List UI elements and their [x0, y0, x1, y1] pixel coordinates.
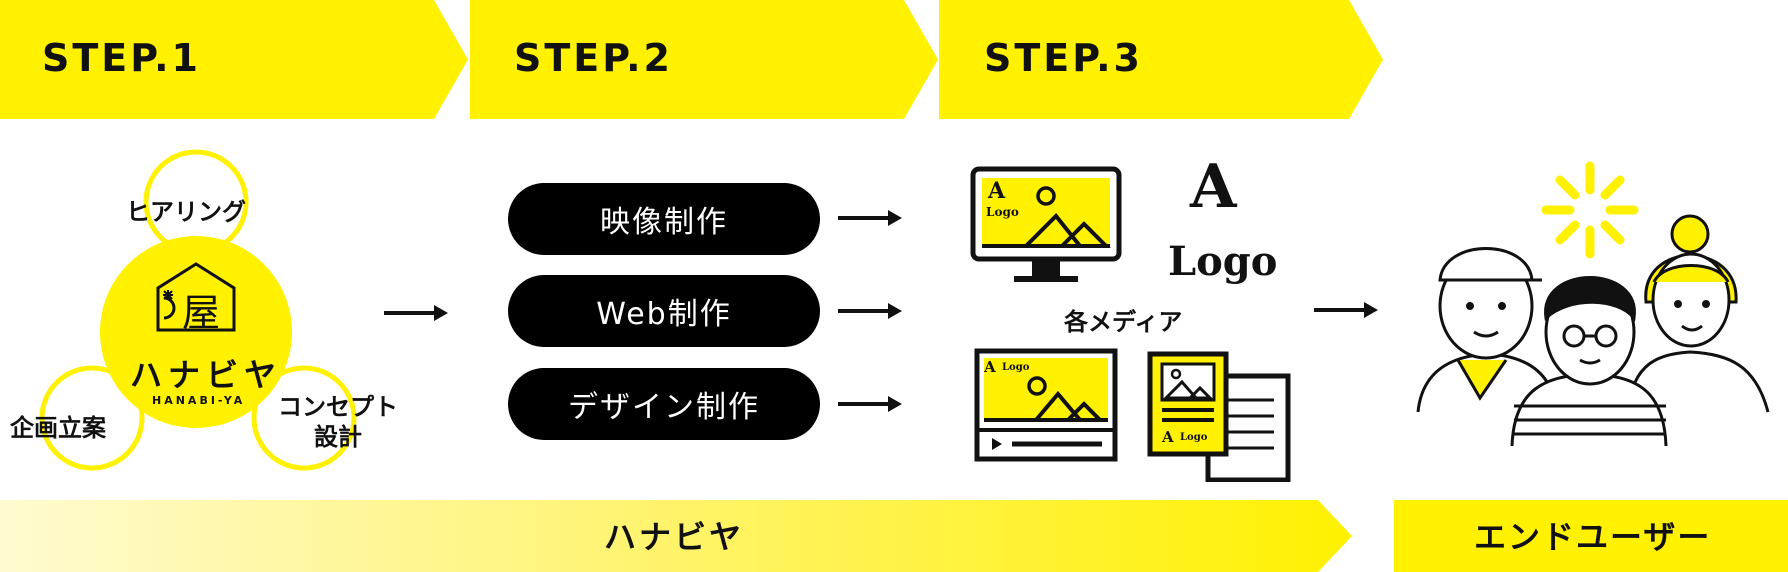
planning-label: 企画立案	[10, 414, 106, 442]
concept-label-line1: コンセプト	[278, 393, 398, 421]
media-label: 各メディア	[1064, 308, 1183, 336]
flyer-logo-a: A	[1162, 428, 1174, 446]
video-player-icon	[974, 348, 1118, 462]
concept-circle	[251, 365, 357, 471]
logo-kana: ハナビヤ	[130, 356, 283, 394]
arrow-right-icon	[838, 210, 902, 226]
end-users-illustration	[1416, 161, 1770, 447]
person-cap-icon	[1416, 247, 1558, 413]
person-glasses-icon	[1510, 276, 1668, 447]
hanabiya-band-label: ハナビヤ	[604, 518, 745, 556]
arrow-right-icon	[1314, 302, 1378, 318]
concept-label: コンセプト 設計	[278, 392, 398, 452]
step-2-label: STEP.2	[514, 36, 673, 80]
step-1-label: STEP.1	[42, 36, 201, 80]
step-3-label: STEP.3	[984, 36, 1143, 80]
video-logo-a: A	[984, 358, 996, 376]
logo-roman: HANABI-YA	[152, 394, 246, 407]
sparkle-icon	[1541, 161, 1639, 259]
monitor-icon	[970, 166, 1122, 282]
service-pill-web: Web制作	[508, 275, 820, 347]
arrow-right-icon	[838, 303, 902, 319]
logo-mark-kanji: 屋	[182, 291, 221, 335]
center-circle	[100, 236, 292, 428]
arrow-right-icon	[838, 396, 902, 412]
monitor-logo-word: Logo	[986, 205, 1019, 219]
hearing-label: ヒアリング	[126, 198, 246, 226]
end-user-band	[1394, 500, 1788, 572]
flyer-documents-icon	[1147, 351, 1291, 482]
video-logo-word: Logo	[1002, 362, 1030, 373]
monitor-logo-a: A	[988, 178, 1006, 204]
sparkle-icon	[163, 290, 173, 300]
service-pill-video: 映像制作	[508, 183, 820, 255]
step-3-banner: STEP.3	[939, 0, 1383, 119]
planning-circle	[39, 365, 145, 471]
service-pill-design: デザイン制作	[508, 368, 820, 440]
concept-label-line2: 設計	[314, 423, 362, 451]
arrow-right-icon	[384, 305, 448, 321]
step1-circles	[39, 149, 357, 471]
hanabiya-band	[0, 500, 1352, 572]
person-bun-icon	[1626, 214, 1770, 413]
step-1-banner: STEP.1	[0, 0, 468, 119]
end-user-band-label: エンドユーザー	[1474, 518, 1712, 556]
big-logo-word: Logo	[1168, 238, 1278, 285]
big-logo-a: A	[1190, 152, 1237, 222]
step-2-banner: STEP.2	[470, 0, 938, 119]
flyer-logo-word: Logo	[1180, 432, 1208, 443]
